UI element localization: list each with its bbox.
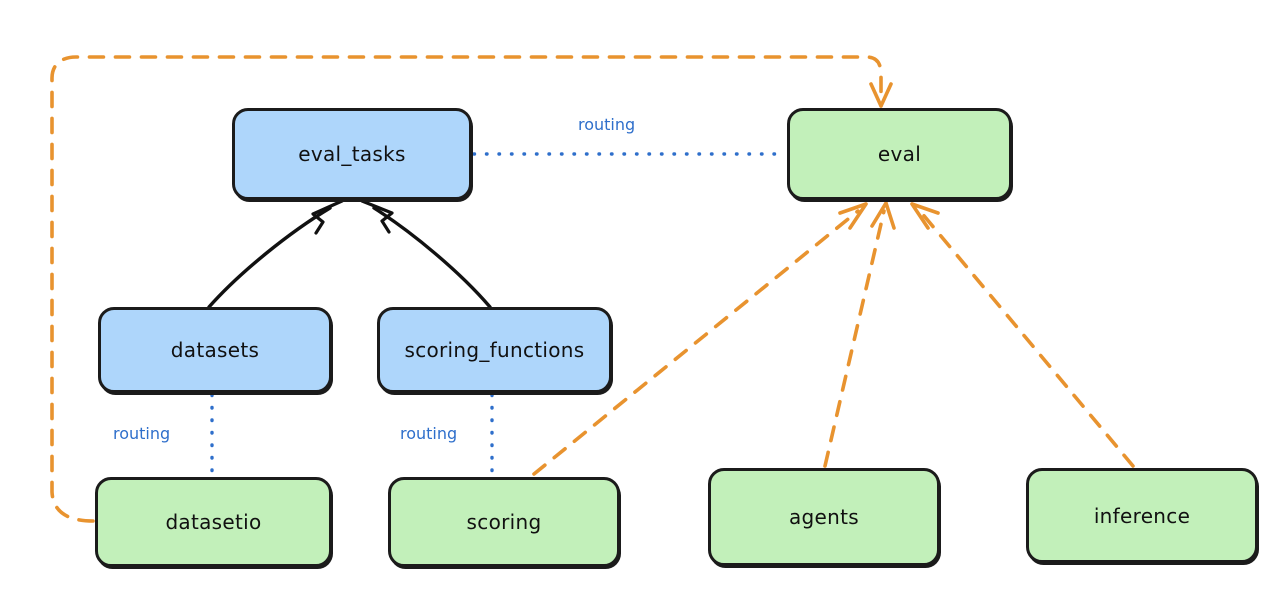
node-label-datasets: datasets [170,338,260,362]
node-label-inference: inference [1093,503,1191,528]
node-scoring[interactable]: scoring [388,477,620,567]
node-datasets[interactable]: datasets [98,307,332,393]
node-eval[interactable]: eval [787,108,1012,200]
edge-label-routing-scoring-functions-to-scoring: routing [400,424,458,443]
edge-label-routing-datasets-to-datasetio: routing [113,424,171,443]
node-label-scoring-functions: scoring_functions [404,338,585,362]
edge-scoring-to-eval [532,202,868,476]
node-scoring-functions[interactable]: scoring_functions [377,307,612,393]
node-datasetio[interactable]: datasetio [95,477,332,567]
node-label-scoring: scoring [466,510,542,534]
node-label-agents: agents [789,505,859,529]
node-inference[interactable]: inference [1026,468,1258,563]
edge-inference-to-eval [910,202,1135,468]
node-label-datasetio: datasetio [165,510,262,534]
node-eval-tasks[interactable]: eval_tasks [232,108,472,200]
edge-scoring-functions-to-eval-tasks [360,199,492,309]
node-agents[interactable]: agents [708,468,940,566]
edge-label-routing-eval-tasks-to-eval: routing [578,115,636,134]
edge-datasetio-to-eval [50,55,893,523]
edge-agents-to-eval [823,201,896,468]
node-label-eval-tasks: eval_tasks [298,142,406,166]
node-label-eval: eval [877,142,922,166]
edge-datasets-to-eval-tasks [207,199,344,309]
